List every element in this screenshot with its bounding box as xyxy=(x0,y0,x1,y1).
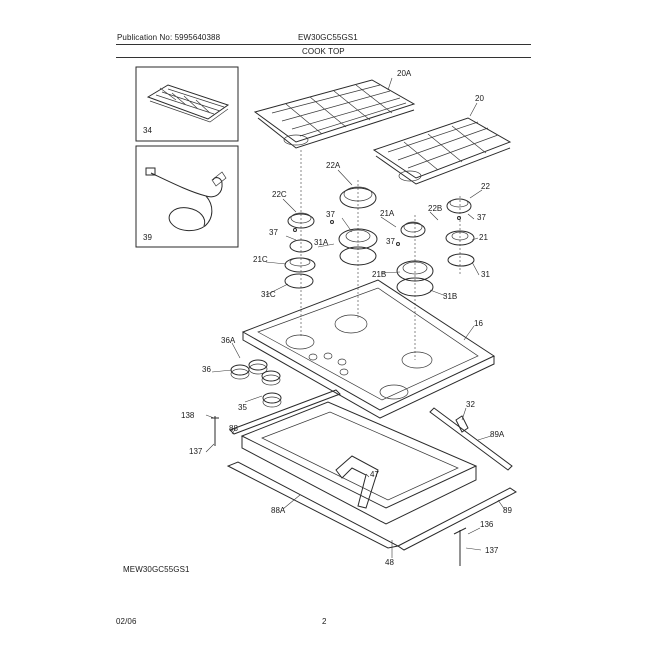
section-title: COOK TOP xyxy=(302,47,345,56)
callout-48: 48 xyxy=(385,558,394,567)
callout-31b: 31B xyxy=(443,292,457,301)
callout-47: 47 xyxy=(370,470,379,479)
callout-31: 31 xyxy=(481,270,490,279)
leader-lines xyxy=(205,77,506,558)
callout-137-left: 137 xyxy=(189,447,203,456)
page-number: 2 xyxy=(322,617,327,626)
burner-box xyxy=(226,389,517,551)
screws-and-clips xyxy=(211,216,469,566)
callout-32: 32 xyxy=(466,400,475,409)
callout-138: 138 xyxy=(181,411,195,420)
callout-35: 35 xyxy=(238,403,247,412)
inset-griddle xyxy=(135,66,239,142)
burner-left-front xyxy=(284,212,316,289)
callout-22a: 22A xyxy=(326,161,341,170)
callout-36a: 36A xyxy=(221,336,236,345)
callout-21b: 21B xyxy=(372,270,386,279)
model-code: MEW30GC55GS1 xyxy=(123,565,190,574)
callout-37-center: 37 xyxy=(326,210,335,219)
callout-22: 22 xyxy=(481,182,490,191)
callout-137-right: 137 xyxy=(485,546,499,555)
header-rule-top xyxy=(116,44,531,45)
callout-37-right: 37 xyxy=(477,213,486,222)
callout-136: 136 xyxy=(480,520,494,529)
callout-21a: 21A xyxy=(380,209,395,218)
grate-right xyxy=(372,117,512,185)
cooktop-panel xyxy=(241,279,496,419)
burner-dash-lines xyxy=(300,150,461,360)
callout-31a: 31A xyxy=(314,238,329,247)
model-number: EW30GC55GS1 xyxy=(298,33,358,42)
callout-89a: 89A xyxy=(490,430,505,439)
callout-89: 89 xyxy=(503,506,512,515)
callout-37-mid: 37 xyxy=(386,237,395,246)
callout-88a: 88A xyxy=(271,506,286,515)
callout-36: 36 xyxy=(202,365,211,374)
callout-21c: 21C xyxy=(253,255,268,264)
callout-31c: 31C xyxy=(261,290,276,299)
control-knobs xyxy=(230,359,282,408)
burner-right-middle xyxy=(396,221,434,297)
header-rule-bottom xyxy=(116,57,531,58)
callout-16: 16 xyxy=(474,319,483,328)
callout-20a: 20A xyxy=(397,69,412,78)
callout-20: 20 xyxy=(475,94,484,103)
callout-22b: 22B xyxy=(428,204,442,213)
callout-34: 34 xyxy=(143,126,152,135)
publication-number: Publication No: 5995640388 xyxy=(117,33,221,42)
grate-left xyxy=(253,79,416,149)
callout-37-left: 37 xyxy=(269,228,278,237)
callout-39: 39 xyxy=(143,233,152,242)
callout-22c: 22C xyxy=(272,190,287,199)
callout-21: 21 xyxy=(479,233,488,242)
callout-88: 88 xyxy=(229,424,238,433)
inset-power-cord xyxy=(135,145,239,248)
footer-date: 02/06 xyxy=(116,617,137,626)
